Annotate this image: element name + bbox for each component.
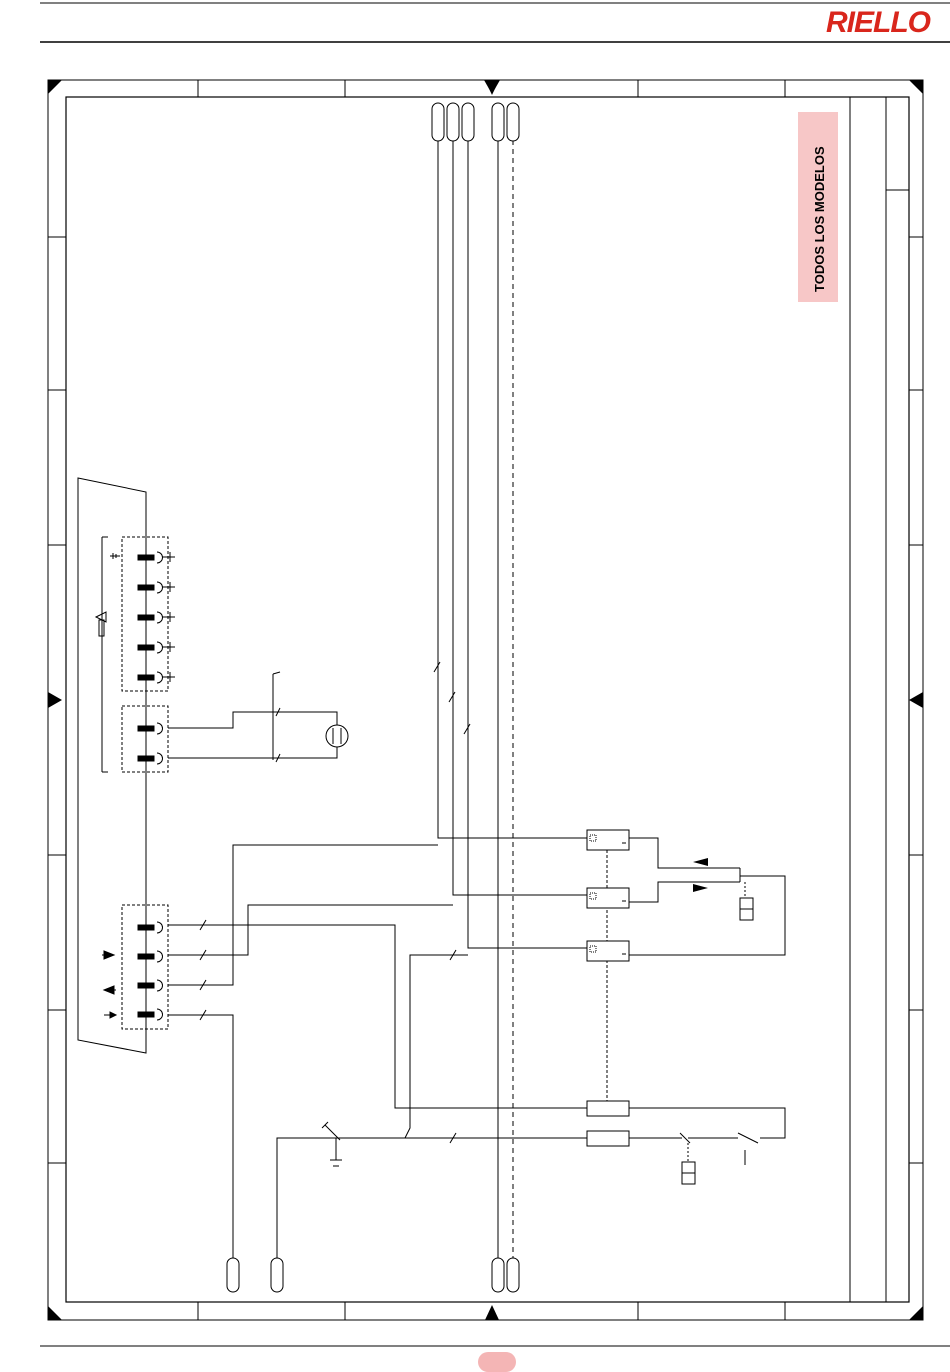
drawing-frame bbox=[48, 80, 923, 1320]
page-footer bbox=[0, 1340, 950, 1370]
frame-markers bbox=[48, 80, 923, 1320]
earth-icon bbox=[110, 553, 120, 559]
pin bbox=[138, 951, 163, 962]
down-arrow-icon bbox=[102, 951, 114, 959]
transformer-icon bbox=[680, 898, 758, 1184]
pin bbox=[138, 672, 175, 683]
terminals-bottom bbox=[227, 1258, 519, 1292]
pin bbox=[138, 1009, 163, 1020]
page-number-badge bbox=[478, 1352, 516, 1372]
up-arrow-icon bbox=[104, 986, 116, 994]
pin bbox=[138, 642, 175, 653]
capacitor-icon bbox=[326, 725, 348, 747]
relay-boxes bbox=[587, 830, 629, 1146]
pin bbox=[138, 922, 163, 933]
pin bbox=[138, 753, 163, 764]
pin bbox=[138, 582, 175, 593]
pin bbox=[138, 552, 175, 563]
pins-upper bbox=[138, 552, 175, 683]
pins-lower bbox=[138, 922, 163, 1020]
model-label: TODOS LOS MODELOS bbox=[812, 146, 827, 292]
pressure-switch-icon bbox=[104, 1012, 116, 1018]
wires bbox=[168, 140, 785, 1262]
pin bbox=[138, 723, 163, 734]
flame-sensor-icon bbox=[96, 612, 106, 636]
pins-middle bbox=[138, 723, 163, 764]
terminals-top bbox=[432, 103, 519, 141]
model-label-box: TODOS LOS MODELOS bbox=[798, 112, 838, 302]
flow-arrows bbox=[693, 858, 708, 892]
pin bbox=[138, 612, 175, 623]
pin bbox=[138, 980, 163, 991]
connector-body bbox=[78, 478, 168, 1053]
